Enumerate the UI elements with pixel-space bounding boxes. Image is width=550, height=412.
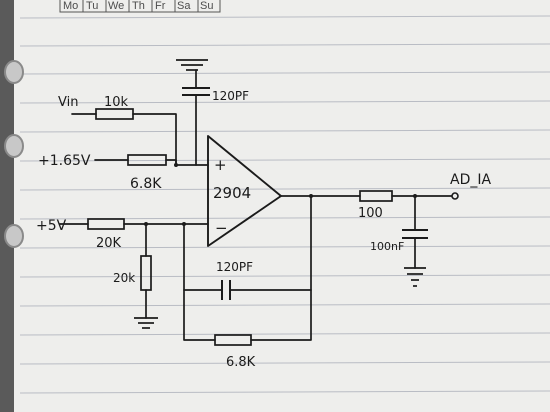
capacitor-feedback [221, 280, 231, 300]
opamp-part-label: 2904 [213, 184, 251, 202]
label-c-feedback: 120PF [216, 260, 253, 274]
resistor-5v [87, 218, 125, 230]
resistor-feedback [214, 334, 252, 346]
wire-feedback-right [250, 195, 312, 341]
opamp-plus: + [214, 156, 227, 174]
binder-ring [4, 60, 24, 84]
label-c-supply: 120PF [212, 89, 249, 103]
binder-rings [4, 60, 24, 248]
weekday-tu: Tu [86, 0, 98, 12]
weekday-header: Mo Tu We Th Fr Sa Su [59, 0, 221, 13]
label-c-output: 100nF [370, 240, 404, 253]
label-r-output: 100 [358, 206, 383, 221]
ruled-lines [19, 15, 550, 394]
capacitor-output [402, 229, 428, 239]
page-edge-shadow [0, 0, 14, 412]
label-5v: +5V [36, 218, 67, 234]
opamp-minus: − [215, 219, 228, 237]
wire-vin-to-node [132, 113, 177, 166]
output-terminal [451, 192, 459, 200]
junction-dot [413, 194, 417, 198]
label-r-divider: 20k [113, 271, 135, 285]
junction-dot [174, 163, 178, 167]
junction-dot [309, 194, 313, 198]
binder-ring [4, 224, 24, 248]
resistor-divider [140, 255, 152, 291]
junction-dot [144, 222, 148, 226]
ground-icon [134, 317, 158, 329]
weekday-th: Th [132, 0, 145, 12]
label-r-5v: 20K [96, 236, 122, 251]
label-output: AD_IA [450, 172, 491, 188]
binder-ring [4, 134, 24, 158]
junction-dot [182, 222, 186, 226]
resistor-vin [95, 108, 134, 120]
label-r-vin: 10k [104, 95, 129, 110]
wire-feedback-left [183, 223, 216, 341]
label-bias: +1.65V [38, 153, 91, 169]
weekday-su: Su [200, 0, 213, 12]
wire-bias-to-plus [165, 159, 209, 166]
resistor-output [359, 190, 393, 202]
capacitor-supply [182, 87, 210, 96]
ground-icon [404, 267, 426, 287]
weekday-we: We [108, 0, 124, 12]
weekday-sa: Sa [177, 0, 191, 12]
resistor-bias [127, 154, 167, 166]
notebook-page [14, 0, 550, 412]
weekday-fr: Fr [155, 0, 166, 12]
label-r-bias: 6.8K [130, 176, 162, 192]
opamp-symbol [207, 135, 282, 247]
label-r-feedback: 6.8K [226, 355, 256, 370]
ground-icon [176, 59, 208, 71]
weekday-mo: Mo [63, 0, 78, 12]
label-vin: Vin [58, 95, 78, 110]
